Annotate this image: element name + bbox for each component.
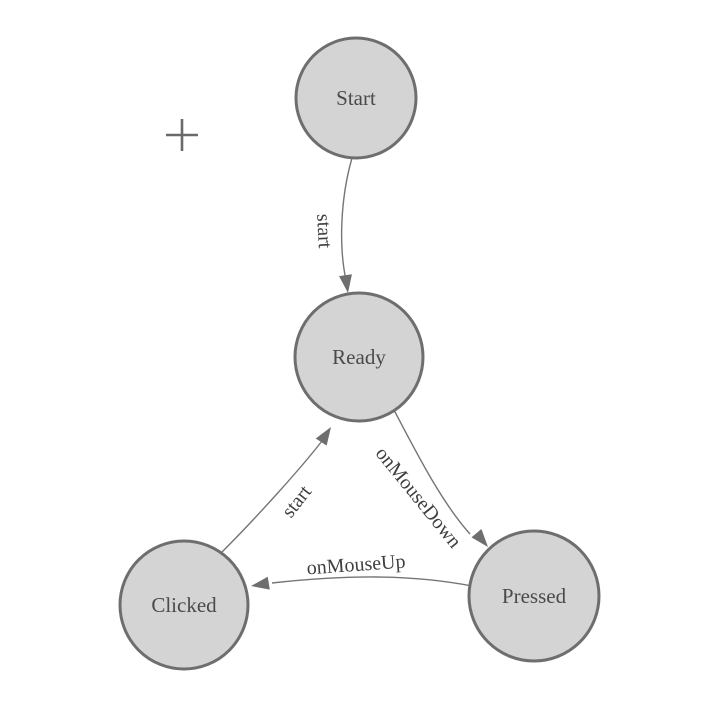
node-circle[interactable] bbox=[118, 539, 250, 671]
node-circle[interactable] bbox=[467, 529, 601, 663]
node-circle[interactable] bbox=[294, 36, 418, 160]
arrowhead-icon bbox=[315, 427, 331, 446]
node-label: Clicked bbox=[151, 593, 217, 617]
arrowhead-icon bbox=[339, 274, 352, 293]
edge-path[interactable] bbox=[393, 409, 471, 535]
transition-start-to-ready[interactable]: start bbox=[312, 157, 354, 294]
edge-label[interactable]: start bbox=[312, 213, 336, 249]
edge-path[interactable] bbox=[271, 576, 473, 587]
state-node-ready[interactable]: Ready bbox=[293, 291, 425, 423]
node-label: Ready bbox=[332, 345, 386, 369]
edge-path[interactable] bbox=[220, 440, 323, 554]
state-node-start[interactable]: Start bbox=[294, 36, 418, 160]
node-circle[interactable] bbox=[293, 291, 425, 423]
edge-path[interactable] bbox=[340, 157, 353, 281]
state-node-clicked[interactable]: Clicked bbox=[118, 539, 250, 671]
transition-pressed-to-clicked[interactable]: onMouseUp bbox=[250, 551, 473, 593]
transition-ready-to-pressed[interactable]: onMouseDown bbox=[371, 409, 493, 553]
state-node-pressed[interactable]: Pressed bbox=[467, 529, 601, 663]
transition-clicked-to-ready[interactable]: start bbox=[220, 423, 336, 554]
edge-label[interactable]: onMouseUp bbox=[306, 551, 406, 580]
node-label: Pressed bbox=[502, 584, 567, 608]
crosshair-icon bbox=[166, 119, 198, 151]
arrowhead-icon bbox=[471, 529, 488, 547]
arrowhead-icon bbox=[251, 576, 270, 590]
node-label: Start bbox=[336, 86, 376, 110]
edge-label[interactable]: onMouseDown bbox=[371, 443, 466, 553]
